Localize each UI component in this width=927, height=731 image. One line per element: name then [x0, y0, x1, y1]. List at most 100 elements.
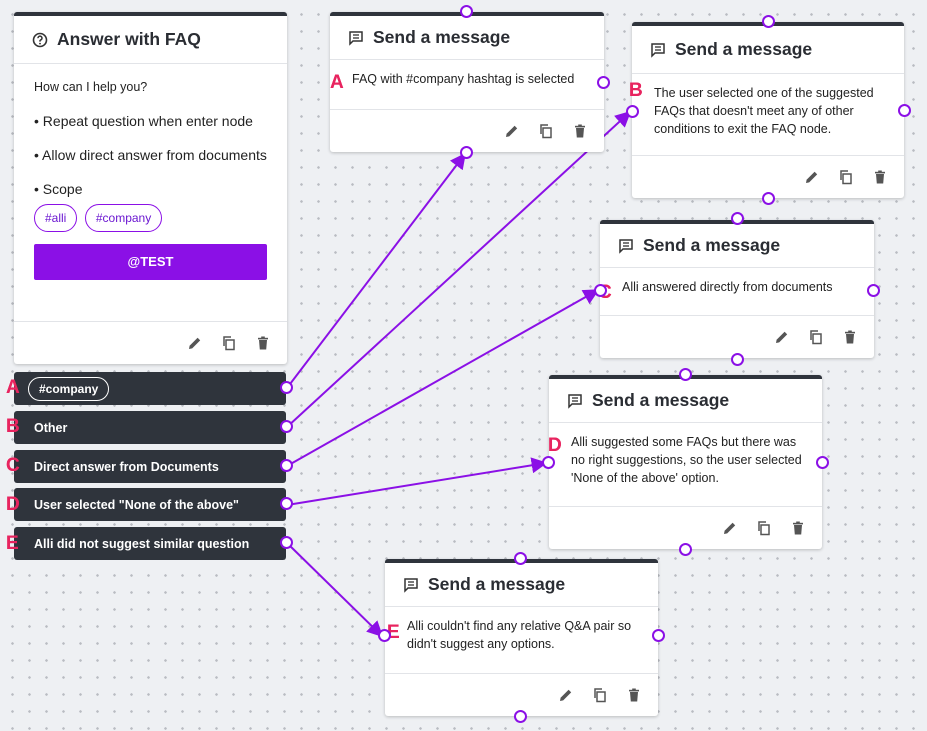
faq-node-header: Answer with FAQ: [14, 16, 287, 64]
edit-icon[interactable]: [804, 169, 820, 185]
delete-icon[interactable]: [572, 123, 588, 139]
message-title: Send a message: [643, 235, 781, 255]
message-badge: D: [548, 435, 562, 456]
edit-icon[interactable]: [504, 123, 520, 139]
scope-tag[interactable]: #alli: [34, 204, 78, 232]
faq-node-toolbar: [14, 321, 287, 364]
input-port[interactable]: [378, 629, 391, 642]
delete-icon[interactable]: [626, 687, 642, 703]
copy-icon[interactable]: [538, 123, 554, 139]
option-row-c[interactable]: Direct answer from Documents: [14, 450, 286, 483]
message-toolbar: [632, 155, 904, 198]
message-text: Alli couldn't find any relative Q&A pair…: [407, 619, 632, 651]
option-row-a[interactable]: #company: [14, 372, 286, 405]
message-title: Send a message: [592, 390, 730, 410]
wire-d: [286, 457, 548, 506]
faq-option-scope: • Scope: [34, 181, 83, 197]
option-badge: E: [6, 533, 19, 554]
input-port[interactable]: [542, 456, 555, 469]
faq-prompt: How can I help you?: [34, 80, 148, 94]
input-port[interactable]: [460, 5, 473, 18]
message-node-c[interactable]: Send a message Alli answered directly fr…: [600, 220, 874, 358]
option-label: Other: [34, 420, 68, 435]
output-port[interactable]: [898, 104, 911, 117]
output-port[interactable]: [816, 456, 829, 469]
input-port[interactable]: [679, 368, 692, 381]
copy-icon[interactable]: [808, 329, 824, 345]
question-circle-icon: [32, 32, 48, 47]
message-title: Send a message: [373, 27, 511, 47]
scope-tags: #alli #company: [34, 204, 267, 232]
delete-icon[interactable]: [255, 335, 271, 351]
copy-icon[interactable]: [756, 520, 772, 536]
option-row-e[interactable]: Alli did not suggest similar question: [14, 527, 286, 560]
faq-node-title: Answer with FAQ: [57, 29, 201, 49]
output-port[interactable]: [731, 353, 744, 366]
option-row-b[interactable]: Other: [14, 411, 286, 444]
option-badge: D: [6, 494, 20, 515]
input-port[interactable]: [514, 552, 527, 565]
wire-e: [286, 542, 384, 638]
test-button[interactable]: @TEST: [34, 244, 267, 280]
option-port[interactable]: [280, 420, 293, 433]
edit-icon[interactable]: [187, 335, 203, 351]
delete-icon[interactable]: [790, 520, 806, 536]
copy-icon[interactable]: [838, 169, 854, 185]
message-text: FAQ with #company hashtag is selected: [352, 72, 575, 86]
option-badge: B: [6, 416, 20, 437]
output-port[interactable]: [679, 543, 692, 556]
output-port[interactable]: [652, 629, 665, 642]
option-label: Alli did not suggest similar question: [34, 536, 250, 551]
edit-icon[interactable]: [722, 520, 738, 536]
message-node-e[interactable]: Send a message Alli couldn't find any re…: [385, 559, 658, 716]
delete-icon[interactable]: [872, 169, 888, 185]
output-port[interactable]: [597, 76, 610, 89]
output-port[interactable]: [867, 284, 880, 297]
wire-c: [286, 289, 600, 467]
message-node-a[interactable]: Send a message FAQ with #company hashtag…: [330, 12, 604, 152]
message-toolbar: [385, 673, 658, 716]
message-badge: A: [330, 72, 344, 93]
message-badge: B: [629, 80, 643, 101]
input-port[interactable]: [731, 212, 744, 225]
input-port[interactable]: [594, 284, 607, 297]
output-port[interactable]: [514, 710, 527, 723]
message-text: Alli suggested some FAQs but there was n…: [571, 435, 802, 485]
message-toolbar: [549, 506, 822, 549]
option-label: Direct answer from Documents: [34, 459, 219, 474]
option-row-d[interactable]: User selected "None of the above": [14, 488, 286, 521]
message-text: The user selected one of the suggested F…: [654, 86, 874, 136]
message-icon: [404, 577, 418, 593]
option-port[interactable]: [280, 381, 293, 394]
option-badge: C: [6, 455, 20, 476]
message-node-d[interactable]: Send a message Alli suggested some FAQs …: [549, 375, 822, 549]
input-port[interactable]: [460, 146, 473, 159]
scope-tag[interactable]: #company: [84, 204, 163, 232]
option-port[interactable]: [280, 459, 293, 472]
message-text: Alli answered directly from documents: [622, 280, 833, 294]
message-icon: [619, 238, 633, 254]
delete-icon[interactable]: [842, 329, 858, 345]
option-badge: A: [6, 377, 20, 398]
option-port[interactable]: [280, 497, 293, 510]
edit-icon[interactable]: [774, 329, 790, 345]
input-port[interactable]: [762, 15, 775, 28]
option-port[interactable]: [280, 536, 293, 549]
output-port[interactable]: [762, 192, 775, 205]
faq-option-direct-answer: • Allow direct answer from documents: [34, 147, 267, 163]
faq-node[interactable]: Answer with FAQ How can I help you? • Re…: [14, 12, 287, 364]
edit-icon[interactable]: [558, 687, 574, 703]
wire-b: [286, 110, 632, 428]
option-label: User selected "None of the above": [34, 497, 239, 512]
message-toolbar: [330, 109, 604, 152]
copy-icon[interactable]: [592, 687, 608, 703]
message-title: Send a message: [428, 574, 566, 594]
option-tag: #company: [28, 376, 110, 401]
message-title: Send a message: [675, 39, 813, 59]
message-icon: [568, 393, 582, 409]
message-node-b[interactable]: Send a message The user selected one of …: [632, 22, 904, 198]
faq-option-repeat: • Repeat question when enter node: [34, 113, 253, 129]
input-port[interactable]: [626, 105, 639, 118]
copy-icon[interactable]: [221, 335, 237, 351]
